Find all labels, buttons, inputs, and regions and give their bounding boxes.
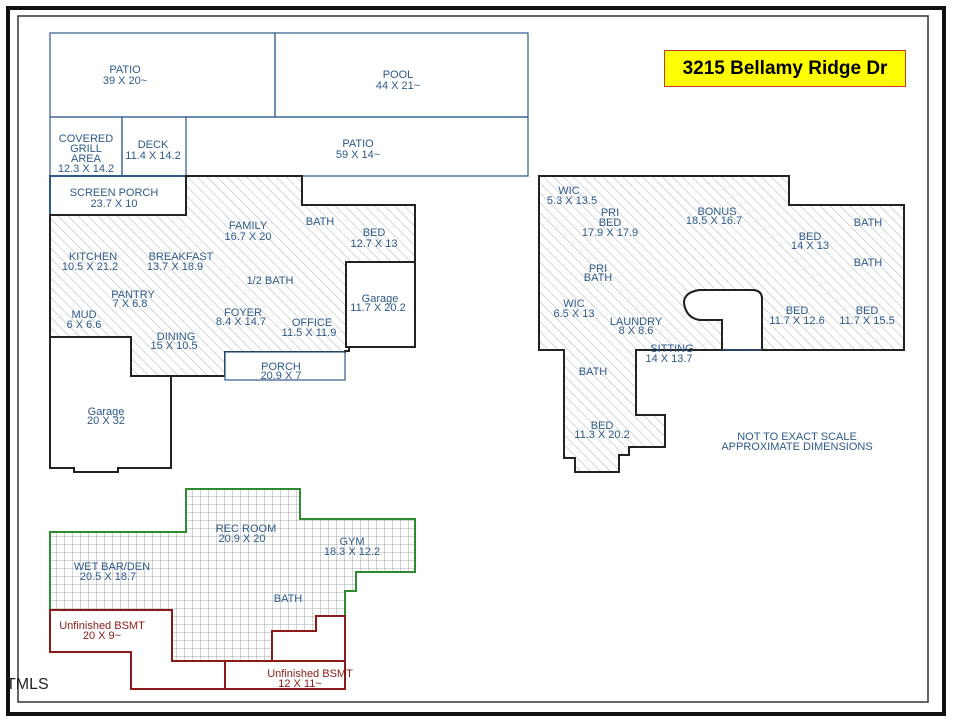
label-bed-upper-3: BED (856, 305, 879, 317)
label-bath-upper-2: BATH (854, 257, 883, 269)
label-area: AREA (71, 153, 102, 165)
label-unfinished-2: Unfinished BSMT (267, 668, 353, 680)
dims-bed-upper-3: 11.7 X 15.5 (839, 315, 894, 327)
label-bath-main: BATH (306, 216, 335, 228)
label-foyer: FOYER (224, 307, 262, 319)
label-unfinished-1: Unfinished BSMT (59, 620, 145, 632)
label-sitting: SITTING (650, 343, 693, 355)
dims-bed-upper-4: 11.3 X 20.2 (574, 429, 629, 441)
label-bed-upper-4: BED (591, 420, 614, 432)
dims-unfinished-1: 20 X 9~ (83, 630, 121, 642)
label-grill: GRILL (70, 143, 102, 155)
basement-unfinished-right (224, 615, 346, 690)
dims-office: 11.5 X 11.9 (282, 327, 337, 339)
dims-wic-2: 6.5 X 13 (554, 308, 595, 320)
label-rec-room: REC ROOM (216, 523, 277, 535)
dims-mud: 6 X 6.6 (67, 319, 102, 331)
dims-bed-upper-1: 14 X 13 (791, 240, 829, 252)
label-pri-bed-1: PRI (601, 207, 619, 219)
label-gym: GYM (339, 536, 364, 548)
inner-frame (17, 15, 929, 703)
dims-pri-bed: 17.9 X 17.9 (582, 227, 638, 239)
label-office: OFFICE (292, 317, 332, 329)
label-deck: DECK (138, 139, 169, 151)
label-wic-1: WIC (558, 185, 579, 197)
dims-patio-2: 59 X 14~ (336, 149, 380, 161)
dims-dining: 15 X 10.5 (150, 340, 197, 352)
dims-pool: 44 X 21~ (376, 80, 420, 92)
label-pool: POOL (383, 69, 414, 81)
upper-floor-open-void (682, 289, 763, 351)
dims-wet-bar: 20.5 X 18.7 (80, 571, 136, 583)
label-dining: DINING (157, 331, 196, 343)
outer-frame (6, 6, 946, 716)
dims-pantry: 7 X 6.8 (113, 298, 148, 310)
label-pri-bed-2: BED (599, 217, 622, 229)
basement-labels: REC ROOM 20.9 X 20 GYM 18.3 X 12.2 WET B… (59, 523, 380, 690)
dims-kitchen: 10.5 X 21.2 (62, 261, 118, 273)
dims-laundry: 8 X 8.6 (619, 325, 654, 337)
label-kitchen: KITCHEN (69, 251, 117, 263)
label-wet-bar: WET BAR/DEN (74, 561, 150, 573)
label-bed-upper-2: BED (786, 305, 809, 317)
label-bath-basement: BATH (274, 593, 303, 605)
address-title: 3215 Bellamy Ridge Dr (664, 50, 906, 87)
dims-garage-left: 20 X 32 (87, 415, 125, 427)
label-bed-upper-1: BED (799, 231, 822, 243)
dims-unfinished-2: 12 X 11~ (278, 678, 322, 690)
main-floor-labels: PATIO 39 X 20~ POOL 44 X 21~ PATIO 59 X … (58, 64, 420, 427)
dims-sitting: 14 X 13.7 (645, 353, 692, 365)
label-wic-2: WIC (563, 298, 584, 310)
dims-covered-grill: 12.3 X 14.2 (58, 163, 114, 175)
dims-patio-1: 39 X 20~ (103, 75, 147, 87)
dims-gym: 18.3 X 12.2 (324, 546, 380, 558)
label-covered: COVERED (59, 133, 113, 145)
dims-family: 16.7 X 20 (224, 231, 271, 243)
dims-bed-upper-2: 11.7 X 12.6 (769, 315, 824, 327)
label-half-bath: 1/2 BATH (247, 275, 294, 287)
mls-watermark: TMLS (6, 676, 49, 693)
label-bath-upper-1: BATH (854, 217, 883, 229)
dims-porch: 20.9 X 7 (261, 370, 302, 382)
label-bed-main: BED (363, 227, 386, 239)
porch (224, 351, 346, 381)
main-garage-right (345, 261, 416, 348)
label-family: FAMILY (229, 220, 268, 232)
label-laundry: LAUNDRY (610, 316, 663, 328)
label-garage-right: Garage (362, 293, 399, 305)
dims-deck: 11.4 X 14.2 (125, 150, 180, 162)
label-patio-2: PATIO (342, 138, 374, 150)
main-garage-left (49, 336, 172, 473)
label-patio-1: PATIO (109, 64, 141, 76)
dims-wic-1: 5.3 X 13.5 (547, 195, 597, 207)
dims-breakfast: 13.7 X 18.9 (147, 261, 203, 273)
dims-rec-room: 20.9 X 20 (218, 533, 265, 545)
upper-floor-labels: WIC 5.3 X 13.5 PRI BED 17.9 X 17.9 BONUS… (547, 185, 895, 441)
label-bath-upper-3: BATH (579, 366, 608, 378)
label-mud: MUD (71, 309, 96, 321)
dims-bed-main: 12.7 X 13 (350, 238, 397, 250)
dims-foyer: 8.4 X 14.7 (216, 316, 266, 328)
label-garage-left: Garage (88, 406, 125, 418)
dims-bonus: 18.5 X 16.7 (686, 215, 742, 227)
label-porch: PORCH (261, 361, 301, 373)
dims-garage-right: 11.7 X 20.2 (350, 302, 405, 314)
label-screen-porch: SCREEN PORCH (70, 187, 159, 199)
label-pantry: PANTRY (111, 289, 155, 301)
label-breakfast: BREAKFAST (149, 251, 214, 263)
note-line-1: NOT TO EXACT SCALE (737, 431, 857, 443)
label-pri-bath-2: BATH (584, 272, 613, 284)
note-line-2: APPROXIMATE DIMENSIONS (721, 441, 872, 453)
label-pri-bath-1: PRI (589, 263, 607, 275)
dims-screen-porch: 23.7 X 10 (90, 198, 137, 210)
label-bonus: BONUS (697, 206, 736, 218)
